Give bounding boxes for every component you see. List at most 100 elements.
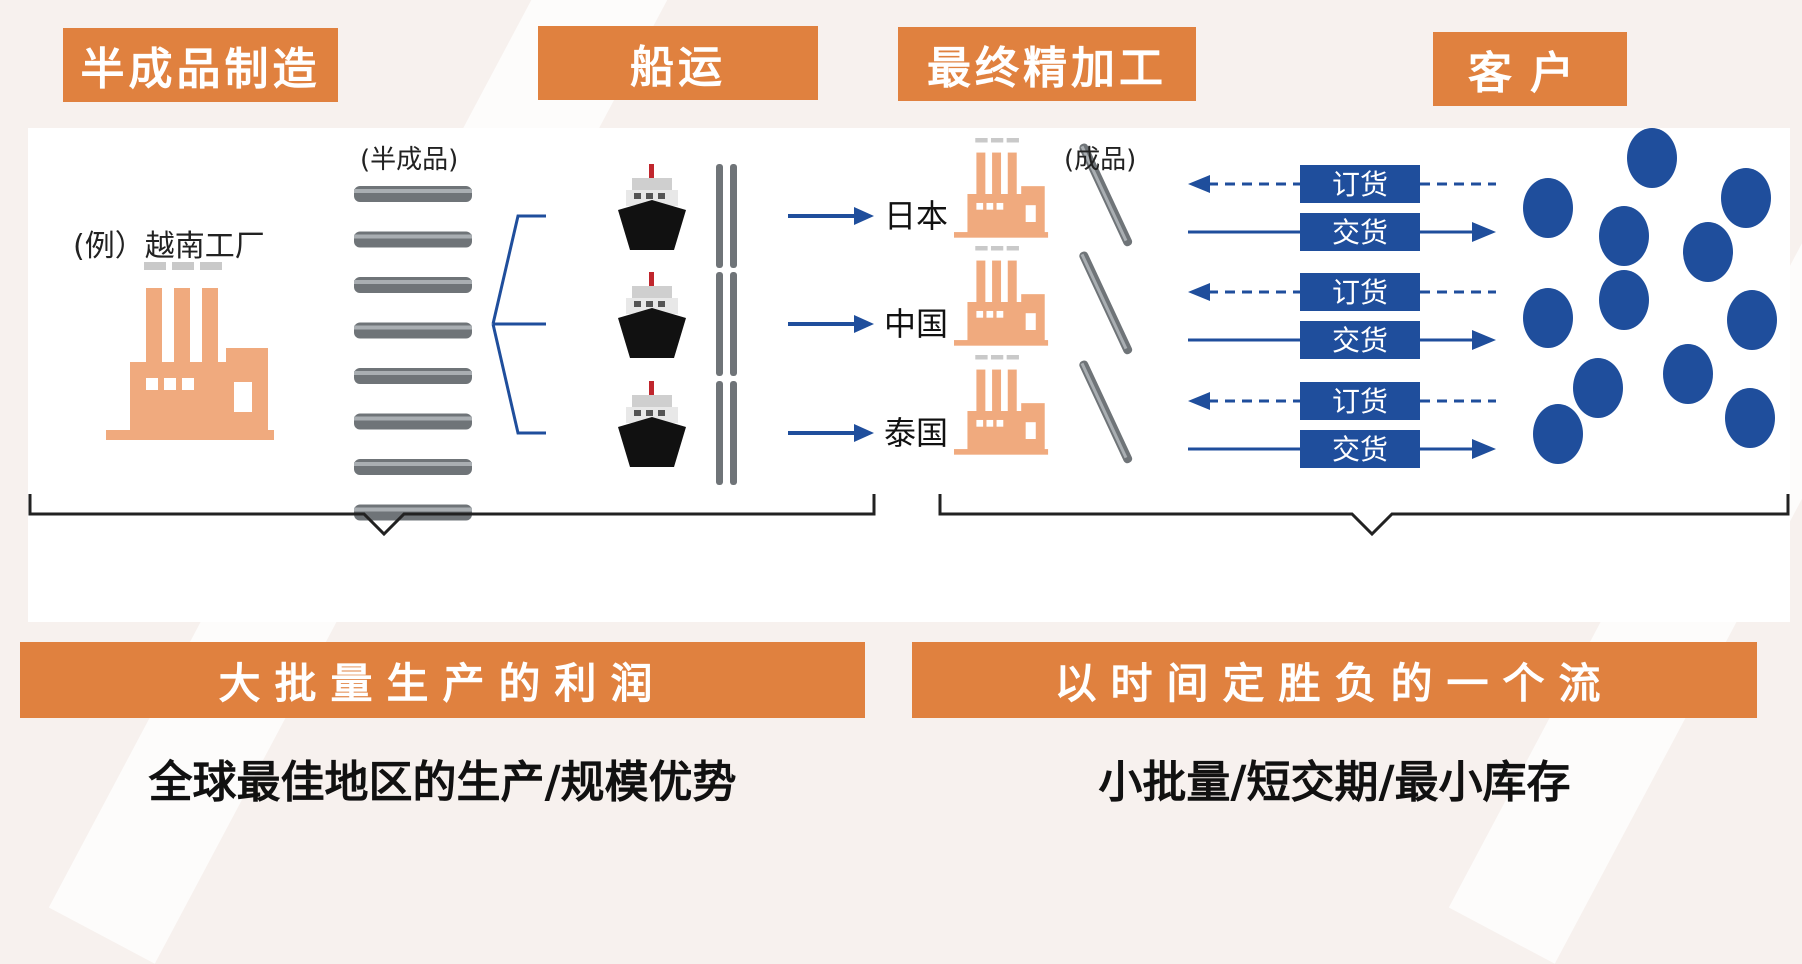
customer-dot <box>1573 358 1623 418</box>
smoke <box>990 355 1004 360</box>
ship-cabin <box>632 286 672 300</box>
order-label: 订货 <box>1332 168 1388 201</box>
ships <box>618 164 874 485</box>
window <box>986 310 994 318</box>
smoke <box>172 262 194 270</box>
left-section: (例）越南工厂 (半成品) <box>73 145 458 264</box>
semi-product-label: (半成品) <box>360 145 458 175</box>
chimney <box>976 369 986 426</box>
customer-dot <box>1727 290 1777 350</box>
chimney <box>976 152 986 209</box>
footer-left: 全球最佳地区的生产/规模优势 <box>148 757 737 808</box>
header-shipping: 船运 <box>538 26 818 100</box>
product-rod <box>716 164 723 268</box>
band-left: 大批量生产的利润 <box>20 642 865 718</box>
ship-icon <box>618 381 686 467</box>
delivery-box <box>1300 430 1420 468</box>
door <box>1025 422 1036 439</box>
rod-highlight <box>354 325 472 330</box>
header-semi-manufacture: 半成品制造 <box>63 28 338 102</box>
customer-dot <box>1599 270 1649 330</box>
window <box>976 310 984 318</box>
factory-icon <box>954 355 1049 455</box>
diagram-panel: (例）越南工厂 (半成品) 日本订货交货中国订货交货泰国订货交货 (成品) <box>28 128 1790 622</box>
smoke <box>990 138 1004 143</box>
chimney <box>992 260 1002 317</box>
rod-highlight <box>354 507 472 512</box>
header-final-processing: 最终精加工 <box>898 27 1196 101</box>
factory-icon <box>954 246 1049 346</box>
delivery-arrow-head <box>1472 222 1496 242</box>
ship-window <box>658 301 665 307</box>
delivery-label: 交货 <box>1332 216 1388 249</box>
delivery-arrow-head <box>1472 330 1496 350</box>
arrow-head <box>854 315 874 333</box>
chimney <box>992 369 1002 426</box>
delivery-box <box>1300 213 1420 251</box>
factory-icon <box>106 262 274 440</box>
ship-flag <box>649 381 654 395</box>
window <box>996 419 1004 427</box>
chimney <box>1007 152 1017 209</box>
customer-dots <box>1523 128 1777 464</box>
left-brace <box>28 494 876 537</box>
semi-rod <box>354 186 472 202</box>
arrow-head <box>854 207 874 225</box>
braces <box>28 494 1790 537</box>
window <box>146 378 158 390</box>
product-label: (成品) <box>1064 145 1136 175</box>
chimney <box>976 260 986 317</box>
order-label: 订货 <box>1332 385 1388 418</box>
ship-window <box>658 410 665 416</box>
chimney <box>1007 260 1017 317</box>
smoke <box>975 138 988 143</box>
product-rod <box>716 381 723 485</box>
window <box>986 419 994 427</box>
ship-cabin <box>632 178 672 192</box>
customer-dot <box>1627 128 1677 188</box>
ship-flag <box>649 164 654 178</box>
semi-rod <box>354 322 472 339</box>
finished-rod-highlight <box>1080 253 1128 350</box>
rod-highlight <box>354 189 472 193</box>
smoke <box>200 262 222 270</box>
semi-rod <box>354 413 472 430</box>
customer-dot <box>1523 288 1573 348</box>
smoke <box>990 246 1004 251</box>
right-brace <box>938 494 1790 537</box>
customer-dot <box>1663 344 1713 404</box>
destination-label: 泰国 <box>884 414 948 452</box>
product-rod <box>730 164 737 268</box>
order-box <box>1300 273 1420 311</box>
destination-label: 日本 <box>884 197 948 235</box>
product-rod <box>716 272 723 376</box>
factory-icon <box>954 138 1049 238</box>
rod-highlight <box>354 371 472 375</box>
rod-highlight <box>354 416 472 421</box>
customer-dot <box>1721 168 1771 228</box>
chimney <box>992 152 1002 209</box>
customer-dot <box>1533 404 1583 464</box>
window <box>976 419 984 427</box>
product-rod <box>730 381 737 485</box>
ship-window <box>646 410 653 416</box>
customer-dot <box>1725 388 1775 448</box>
chimney <box>1007 369 1017 426</box>
smoke <box>1006 138 1019 143</box>
semi-rod <box>354 277 472 293</box>
ship-window <box>646 193 653 199</box>
customer-dot <box>1599 206 1649 266</box>
factory-base <box>954 232 1049 238</box>
delivery-label: 交货 <box>1332 324 1388 357</box>
ship-window <box>646 301 653 307</box>
finished-rod-highlight <box>1080 362 1128 459</box>
window <box>996 202 1004 210</box>
factory-base <box>106 430 274 440</box>
header-customer: 客户 <box>1433 32 1627 106</box>
delivery-box <box>1300 321 1420 359</box>
window <box>976 202 984 210</box>
smoke <box>144 262 166 270</box>
finished-rod-highlight <box>1080 145 1128 242</box>
window <box>986 202 994 210</box>
customer-dot <box>1683 222 1733 282</box>
